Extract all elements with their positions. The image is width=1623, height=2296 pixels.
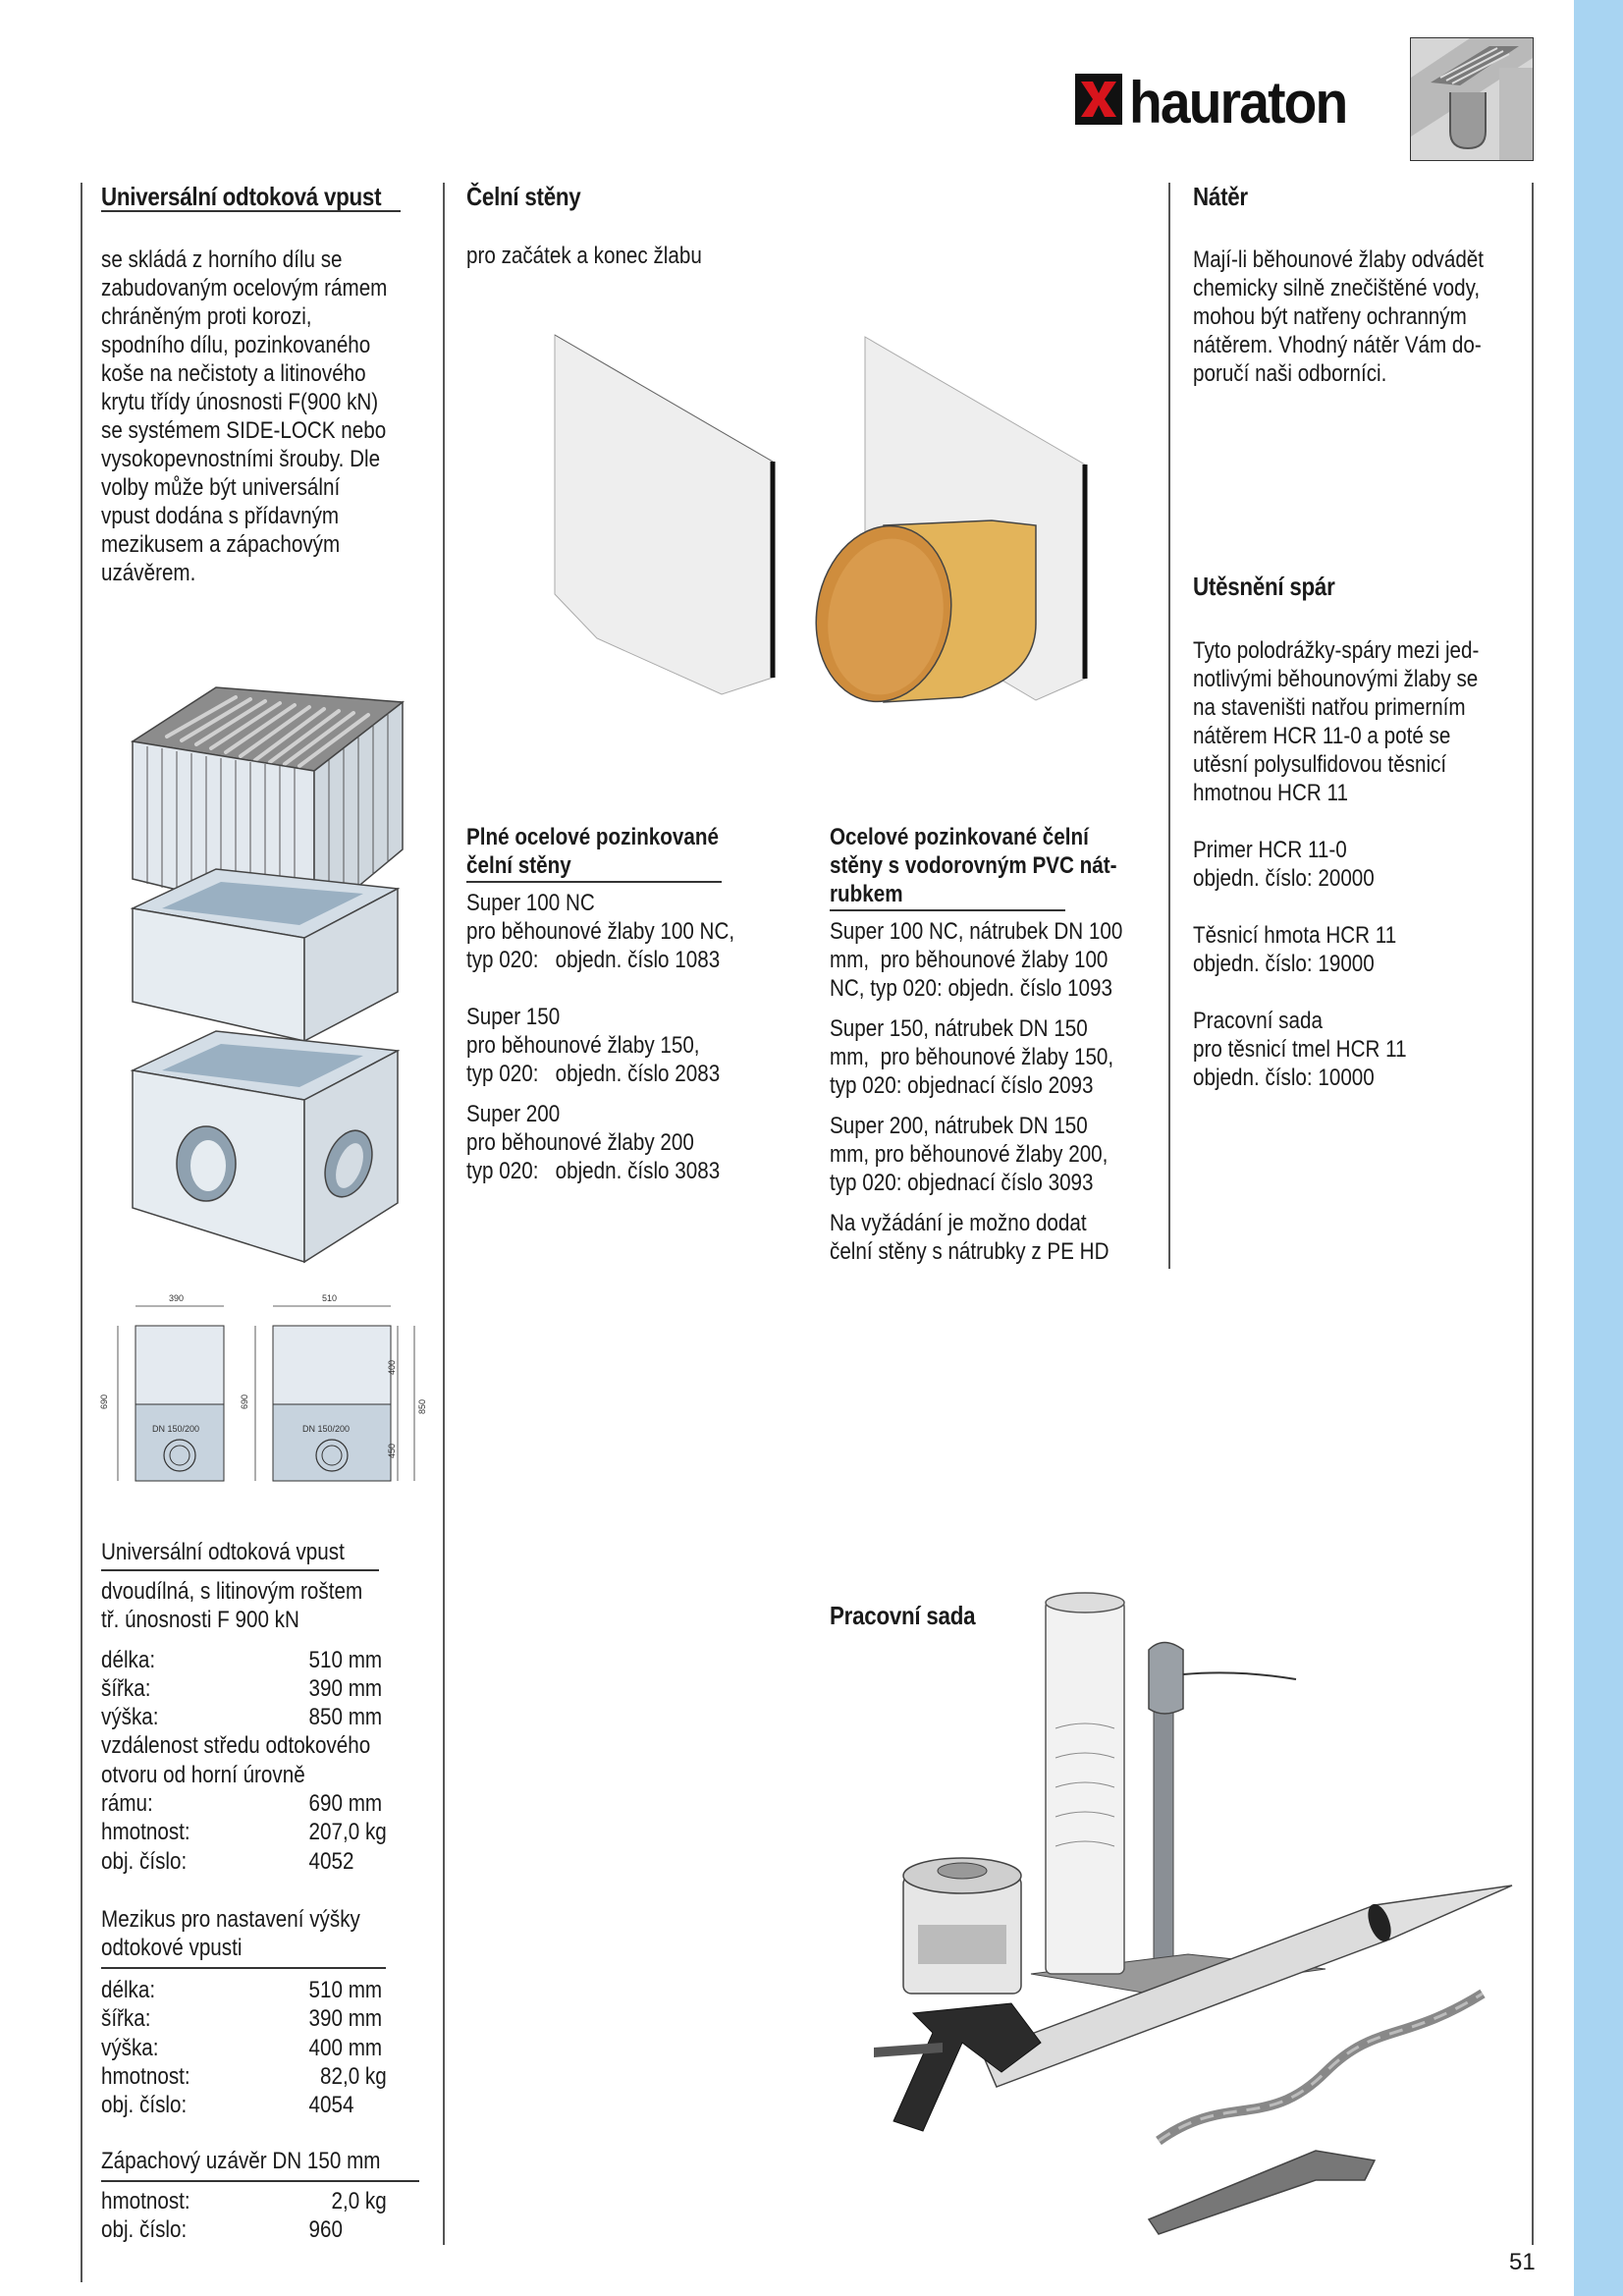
spec-odour-trap-details: hmotnost: 2,0 kg obj. číslo:960: [101, 2188, 387, 2244]
svg-text:450: 450: [387, 1444, 397, 1458]
joint-sealing-heading: Utěsnění spár: [1193, 572, 1335, 601]
spec-underline: [101, 1967, 386, 1969]
spec-title: Universální odtoková vpust: [101, 1539, 345, 1565]
work-kit-photo: [874, 1592, 1513, 2235]
channel-product-photo: [1410, 37, 1534, 161]
plain-end-walls-title: Plné ocelové pozinkované čelní stěny: [466, 824, 719, 879]
universal-drain-heading: Universální odtoková vpust: [101, 182, 382, 211]
svg-text:DN 150/200: DN 150/200: [152, 1424, 199, 1434]
column-divider-2: [1168, 183, 1170, 1269]
work-kit-heading: Pracovní sada: [830, 1601, 976, 1630]
column-divider-1: [443, 183, 445, 2245]
end-walls-intro: pro začátek a konec žlabu: [466, 243, 702, 269]
hauraton-logo-icon: [1075, 74, 1122, 125]
side-color-band: [1574, 0, 1623, 2296]
svg-text:400: 400: [387, 1360, 397, 1375]
drain-exploded-illustration: [130, 686, 405, 1264]
joint-sealing-description: Tyto polodrážky-spáry mezi jed-notlivými…: [1193, 637, 1480, 1091]
svg-text:850: 850: [417, 1399, 427, 1414]
spec-underline: [101, 1569, 379, 1571]
svg-text:510: 510: [322, 1293, 337, 1303]
svg-text:690: 690: [240, 1394, 249, 1409]
drain-dimension-drawing: 390 DN 150/200 690 510 DN 150/200 690 40…: [99, 1293, 427, 1482]
spec-universal-drain-details: dvoudílná, s litinovým roštem tř. únosno…: [101, 1578, 387, 1875]
end-walls-heading: Čelní stěny: [466, 182, 581, 211]
pvc-end-walls-underline: [830, 909, 1065, 911]
column-divider-left: [81, 183, 82, 2282]
spec-universal-drain: Universální odtoková vpust: [101, 1538, 439, 1566]
end-walls-illustration: [554, 334, 1088, 703]
spec-extension-piece: Mezikus pro nastavení výšky odtokové vpu…: [101, 1906, 360, 1962]
page-number: 51: [1509, 2249, 1536, 2275]
spec-underline: [101, 2180, 419, 2182]
spec-odour-trap: Zápachový uzávěr DN 150 mm: [101, 2148, 381, 2174]
plain-end-walls-underline: [466, 881, 722, 883]
coating-heading: Nátěr: [1193, 182, 1248, 211]
svg-text:390: 390: [169, 1293, 184, 1303]
pvc-end-walls-title: Ocelové pozinkované čelní stěny s vodoro…: [830, 824, 1117, 907]
svg-text:690: 690: [99, 1394, 109, 1409]
heading-underline: [101, 210, 401, 212]
brand-name: hauraton: [1129, 70, 1348, 136]
spec-extension-piece-details: délka:510 mm šířka:390 mm výška:400 mm h…: [101, 1977, 387, 2119]
svg-text:DN 150/200: DN 150/200: [302, 1424, 350, 1434]
column-divider-3: [1532, 183, 1534, 2245]
